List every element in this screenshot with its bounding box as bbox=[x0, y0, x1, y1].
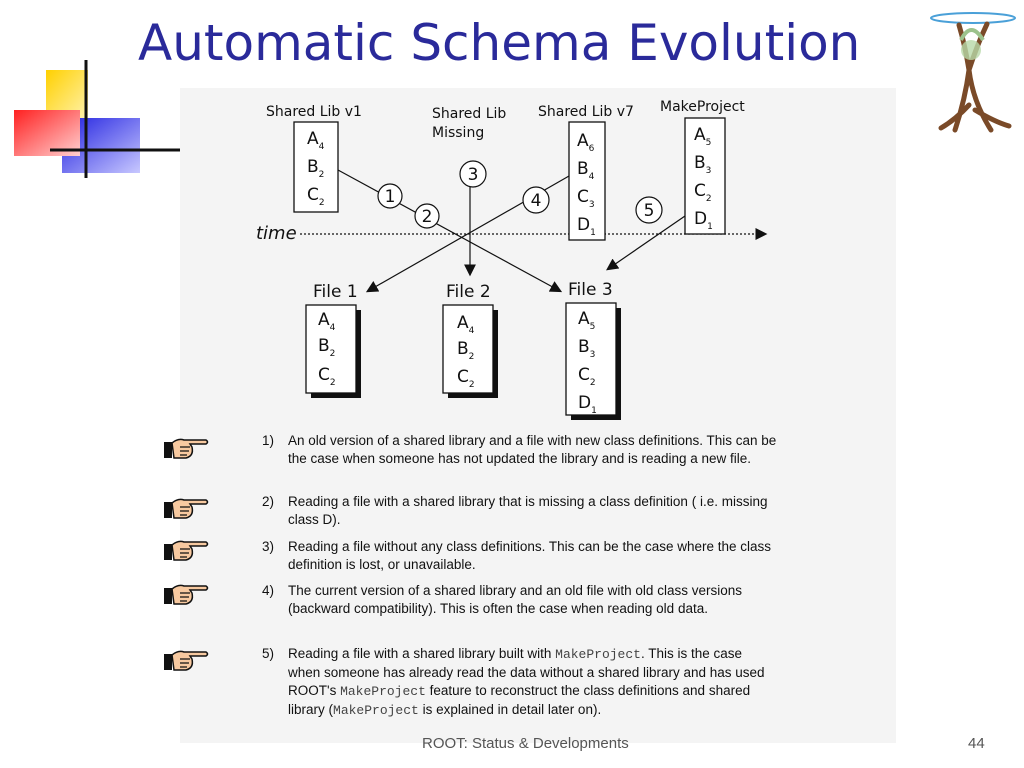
item-number: 5) bbox=[262, 646, 275, 661]
file2-class-c: C2 bbox=[457, 367, 475, 390]
line-lib1-to-file3 bbox=[337, 169, 563, 293]
file2-class-a: A4 bbox=[457, 313, 475, 336]
file1-class-a: A4 bbox=[318, 310, 336, 333]
mp-class-b: B3 bbox=[694, 153, 711, 176]
lib7-class-b: B4 bbox=[577, 159, 595, 182]
item-number: 2) bbox=[262, 494, 275, 509]
lib7-label: Shared Lib v7 bbox=[538, 104, 634, 120]
code-makeproject: MakeProject bbox=[340, 684, 426, 699]
root-tree-logo-icon bbox=[930, 12, 1016, 133]
item-text: Reading a file without any class definit… bbox=[288, 539, 772, 572]
makeproject-box bbox=[684, 117, 726, 235]
file1-class-c: C2 bbox=[318, 365, 336, 388]
code-makeproject: MakeProject bbox=[333, 703, 419, 718]
item-text: The current version of a shared library … bbox=[288, 583, 742, 616]
lib1-class-a: A4 bbox=[307, 129, 325, 152]
lib1-class-b: B2 bbox=[307, 157, 324, 180]
lib1-class-c: C2 bbox=[307, 185, 325, 208]
lib7-class-c: C3 bbox=[577, 187, 595, 210]
item-text: An old version of a shared library and a… bbox=[288, 433, 777, 466]
item-text: Reading a file with a shared library bui… bbox=[288, 646, 765, 718]
file2-label: File 2 bbox=[446, 282, 491, 302]
file1-box bbox=[305, 304, 357, 394]
file2-box bbox=[442, 304, 494, 394]
file3-class-c: C2 bbox=[578, 365, 596, 388]
mp-class-c: C2 bbox=[694, 181, 712, 204]
file3-class-a: A5 bbox=[578, 309, 595, 332]
circle-4-label: 4 bbox=[531, 191, 542, 211]
lib1-box bbox=[293, 121, 339, 213]
file1-class-b: B2 bbox=[318, 336, 335, 359]
slide-title: Automatic Schema Evolution bbox=[138, 14, 861, 72]
pointing-hand-icon bbox=[164, 650, 209, 671]
file1-label: File 1 bbox=[313, 282, 358, 302]
lib7-box bbox=[568, 121, 606, 241]
pointing-hand-icon bbox=[164, 438, 209, 459]
circle-2-label: 2 bbox=[422, 207, 433, 227]
circle-3 bbox=[459, 160, 487, 188]
file2-class-b: B2 bbox=[457, 339, 474, 362]
circle-1-label: 1 bbox=[385, 187, 396, 207]
lib-missing-label2: Missing bbox=[432, 125, 484, 141]
file3-class-d: D1 bbox=[578, 393, 597, 416]
pointing-hand-icon bbox=[164, 540, 209, 561]
time-label: time bbox=[256, 223, 297, 244]
circle-3-label: 3 bbox=[468, 165, 479, 185]
circle-5-label: 5 bbox=[644, 201, 655, 221]
circle-4 bbox=[522, 186, 550, 214]
mp-class-a: A5 bbox=[694, 125, 711, 148]
item-number: 1) bbox=[262, 433, 275, 448]
file3-box bbox=[565, 302, 617, 416]
slide-footer: ROOT: Status & Developments bbox=[422, 735, 629, 752]
pointing-hand-icon bbox=[164, 498, 209, 519]
circle-5 bbox=[635, 196, 663, 224]
lib7-class-a: A6 bbox=[577, 131, 595, 154]
lib7-class-d: D1 bbox=[577, 215, 596, 238]
code-makeproject: MakeProject bbox=[555, 647, 641, 662]
lib-missing-label1: Shared Lib bbox=[432, 106, 506, 122]
decorative-squares bbox=[14, 60, 180, 178]
mp-class-d: D1 bbox=[694, 209, 713, 232]
pointing-hand-icon bbox=[164, 584, 209, 605]
file3-label: File 3 bbox=[568, 280, 613, 300]
file3-class-b: B3 bbox=[578, 337, 595, 360]
item-number: 4) bbox=[262, 583, 275, 598]
item-text: Reading a file with a shared library tha… bbox=[288, 494, 768, 527]
page-number: 44 bbox=[968, 735, 985, 752]
makeproject-label: MakeProject bbox=[660, 99, 745, 115]
circle-1 bbox=[377, 183, 403, 209]
circle-2 bbox=[414, 203, 440, 229]
item-number: 3) bbox=[262, 539, 275, 554]
lib1-label: Shared Lib v1 bbox=[266, 104, 362, 120]
schema-evolution-diagram: time Shared Lib v1 Shared Lib Missing Sh… bbox=[256, 99, 768, 420]
line-mp-to-file3 bbox=[606, 215, 686, 271]
